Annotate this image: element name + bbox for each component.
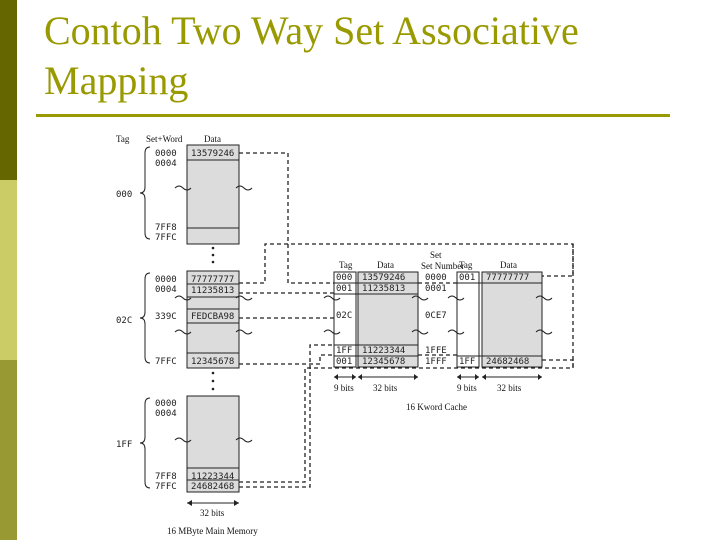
mem-addr: 339C (155, 312, 177, 322)
mem-addr: 0004 (155, 409, 177, 419)
cache-set-number-label: Set Number (421, 261, 464, 271)
memory-block-2 (186, 270, 240, 369)
mem-data: 77777777 (191, 275, 234, 285)
cache-way1-tag-column (333, 271, 357, 368)
cache-data: 12345678 (362, 357, 405, 367)
mem-data: 11235813 (191, 286, 234, 296)
set-number: 1FFE (425, 346, 447, 356)
cache-header-tag: Tag (339, 260, 353, 270)
cache-way2-tag-column (456, 271, 480, 368)
memory-tag-02c: 02C (116, 316, 132, 326)
mem-addr: 0004 (155, 285, 177, 295)
memory-width-label: 32 bits (200, 508, 225, 518)
cache-header-data-2: Data (500, 260, 517, 270)
bits-label: 32 bits (373, 383, 398, 393)
title-line-1: Contoh Two Way Set Associative (44, 8, 579, 53)
cache-header-tag-2: Tag (459, 260, 473, 270)
header-set-word: Set+Word (146, 134, 183, 144)
set-number: 1FFF (425, 357, 447, 367)
side-bar-mid (0, 360, 17, 540)
mem-addr: 0000 (155, 275, 177, 285)
cache-tag: 001 (336, 357, 352, 367)
mem-addr: 7FFC (155, 357, 177, 367)
cache-header-data: Data (377, 260, 394, 270)
mem-addr: 0004 (155, 159, 177, 169)
set-number: 0CE7 (425, 311, 447, 321)
cache-tag: 001 (459, 273, 475, 283)
header-data: Data (204, 134, 221, 144)
cache-tag: 000 (336, 273, 352, 283)
set-number: 0000 (425, 273, 447, 283)
mem-addr: 7FF8 (155, 472, 177, 482)
cache-way1-data-column (357, 271, 419, 368)
memory-block-3 (186, 395, 240, 493)
memory-tag-000: 000 (116, 190, 132, 200)
mem-addr: 7FF8 (155, 223, 177, 233)
memory-tag-1ff: 1FF (116, 440, 132, 450)
continuation-dots (211, 246, 215, 391)
cache-break-marks (323, 295, 553, 335)
cache-data: 24682468 (486, 357, 529, 367)
memory-width-arrow (187, 500, 239, 506)
break-marks (174, 185, 253, 443)
mem-addr: 7FFC (155, 233, 177, 243)
cache-bit-arrows (334, 374, 542, 380)
bits-label: 32 bits (497, 383, 522, 393)
mem-data: 12345678 (191, 357, 234, 367)
cache-caption: 16 Kword Cache (406, 402, 467, 412)
mem-addr: 0000 (155, 149, 177, 159)
mem-data: 24682468 (191, 482, 234, 492)
slide-title: Contoh Two Way Set Associative Mapping (44, 6, 684, 106)
cache-tag: 02C (336, 311, 352, 321)
cache-data: 11235813 (362, 284, 405, 294)
bits-label: 9 bits (457, 383, 477, 393)
side-bar-dark (0, 0, 17, 180)
cache-tag: 1FF (459, 357, 475, 367)
side-bar-light (0, 180, 17, 360)
mem-data: FEDCBA98 (191, 312, 234, 322)
cache-way2-data-column (481, 271, 543, 368)
bits-label: 9 bits (334, 383, 354, 393)
cache-set-label: Set (430, 250, 442, 260)
title-line-2: Mapping (44, 58, 189, 103)
mem-data: 11223344 (191, 472, 234, 482)
cache-tag: 1FF (336, 346, 352, 356)
mapping-dashed-lines (239, 152, 574, 488)
memory-caption: 16 MByte Main Memory (167, 526, 258, 536)
mem-data: 13579246 (191, 149, 234, 159)
cache-data: 13579246 (362, 273, 405, 283)
cache-data: 11223344 (362, 346, 405, 356)
set-number: 0001 (425, 284, 447, 294)
mem-addr: 0000 (155, 399, 177, 409)
mem-addr: 7FFC (155, 482, 177, 492)
cache-data: 77777777 (486, 273, 529, 283)
tag-braces (139, 146, 151, 489)
header-tag: Tag (116, 134, 130, 144)
cache-tag: 001 (336, 284, 352, 294)
title-underline (36, 114, 670, 117)
